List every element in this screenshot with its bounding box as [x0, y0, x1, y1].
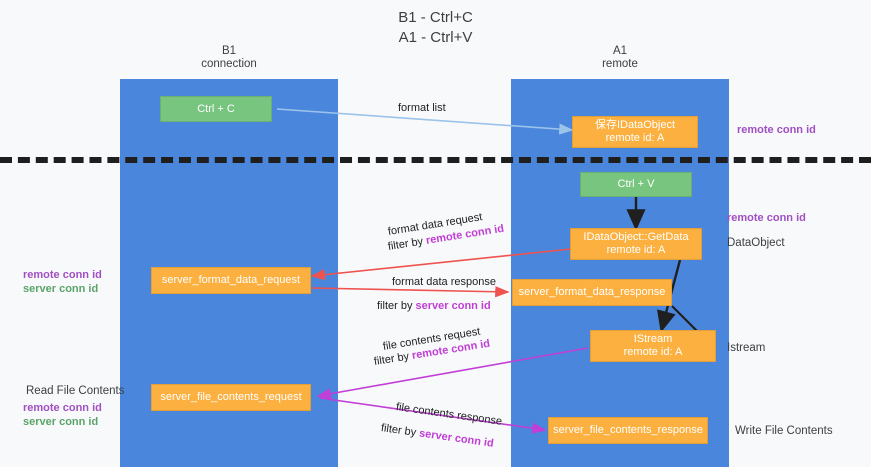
title-line-2: A1 - Ctrl+V [398, 29, 473, 46]
remote-conn-id-text: remote conn id [23, 402, 102, 414]
filter-server-conn-id: server conn id [415, 300, 491, 312]
node-save-idataobject-title: 保存IDataObject [594, 119, 676, 131]
node-ctrl-c-label: Ctrl + C [197, 102, 235, 115]
node-server-format-data-request-label: server_format_data_request [161, 274, 301, 286]
node-istream-subtitle: remote id: A [623, 346, 683, 358]
edge-label-format-list: format list [398, 102, 446, 114]
node-server-format-data-response[interactable]: server_format_data_response [512, 279, 672, 306]
node-save-idataobject[interactable]: 保存IDataObject remote id: A [572, 116, 698, 148]
filter-prefix: filter by [373, 350, 413, 368]
node-server-file-contents-request[interactable]: server_file_contents_request [151, 384, 311, 411]
remote-conn-id-text: remote conn id [727, 212, 806, 224]
diagram-title: B1 - Ctrl+C A1 - Ctrl+V [0, 8, 871, 48]
annotation-istream: Istream [727, 342, 766, 354]
annotation-remote-conn-id-top: remote conn id [737, 123, 816, 137]
filter-prefix: filter by [380, 422, 420, 440]
node-server-format-data-request[interactable]: server_format_data_request [151, 267, 311, 294]
swimlane-header-a1: A1 remote [511, 45, 729, 71]
swimlane-b1-name: B1 [221, 45, 237, 57]
remote-conn-id-text: remote conn id [737, 124, 816, 136]
remote-conn-id-text: remote conn id [23, 269, 102, 281]
filter-prefix: filter by [377, 300, 416, 312]
node-istream-title: IStream [633, 333, 673, 345]
node-server-file-contents-response[interactable]: server_file_contents_response [548, 417, 708, 444]
annotation-write-file-contents: Write File Contents [735, 425, 833, 437]
swimlane-a1-subtitle: remote [602, 58, 638, 70]
annotation-remote-conn-id-mid: remote conn id [727, 211, 806, 225]
node-ctrl-v-label: Ctrl + V [617, 178, 655, 190]
node-server-file-contents-request-label: server_file_contents_request [160, 391, 302, 403]
edge-label-format-data-response: format data response [392, 276, 496, 288]
annotation-read-file-contents: Read File Contents [26, 385, 125, 397]
edge-label-format-data-response-filter: filter by server conn id [377, 299, 491, 313]
title-line-1: B1 - Ctrl+C [398, 9, 473, 26]
node-save-idataobject-subtitle: remote id: A [605, 132, 665, 144]
node-server-file-contents-response-label: server_file_contents_response [553, 424, 703, 436]
node-idataobject-getdata-title: IDataObject::GetData [583, 231, 689, 243]
node-ctrl-v[interactable]: Ctrl + V [580, 172, 692, 197]
swimlane-header-b1: B1 connection [120, 45, 338, 71]
annotation-conn-ids-file: remote conn id server conn id [23, 401, 102, 429]
phase-divider [0, 157, 871, 163]
filter-server-conn-id: server conn id [418, 427, 495, 450]
annotation-dataobject: DataObject [727, 237, 785, 249]
node-idataobject-getdata[interactable]: IDataObject::GetData remote id: A [570, 228, 702, 260]
node-ctrl-c[interactable]: Ctrl + C [160, 96, 272, 122]
annotation-conn-ids-format: remote conn id server conn id [23, 268, 102, 296]
server-conn-id-text: server conn id [23, 416, 99, 428]
node-idataobject-getdata-subtitle: remote id: A [606, 244, 666, 256]
server-conn-id-text: server conn id [23, 283, 99, 295]
node-istream[interactable]: IStream remote id: A [590, 330, 716, 362]
swimlane-a1-name: A1 [612, 45, 628, 57]
node-server-format-data-response-label: server_format_data_response [518, 286, 666, 298]
swimlane-b1-subtitle: connection [201, 58, 257, 70]
